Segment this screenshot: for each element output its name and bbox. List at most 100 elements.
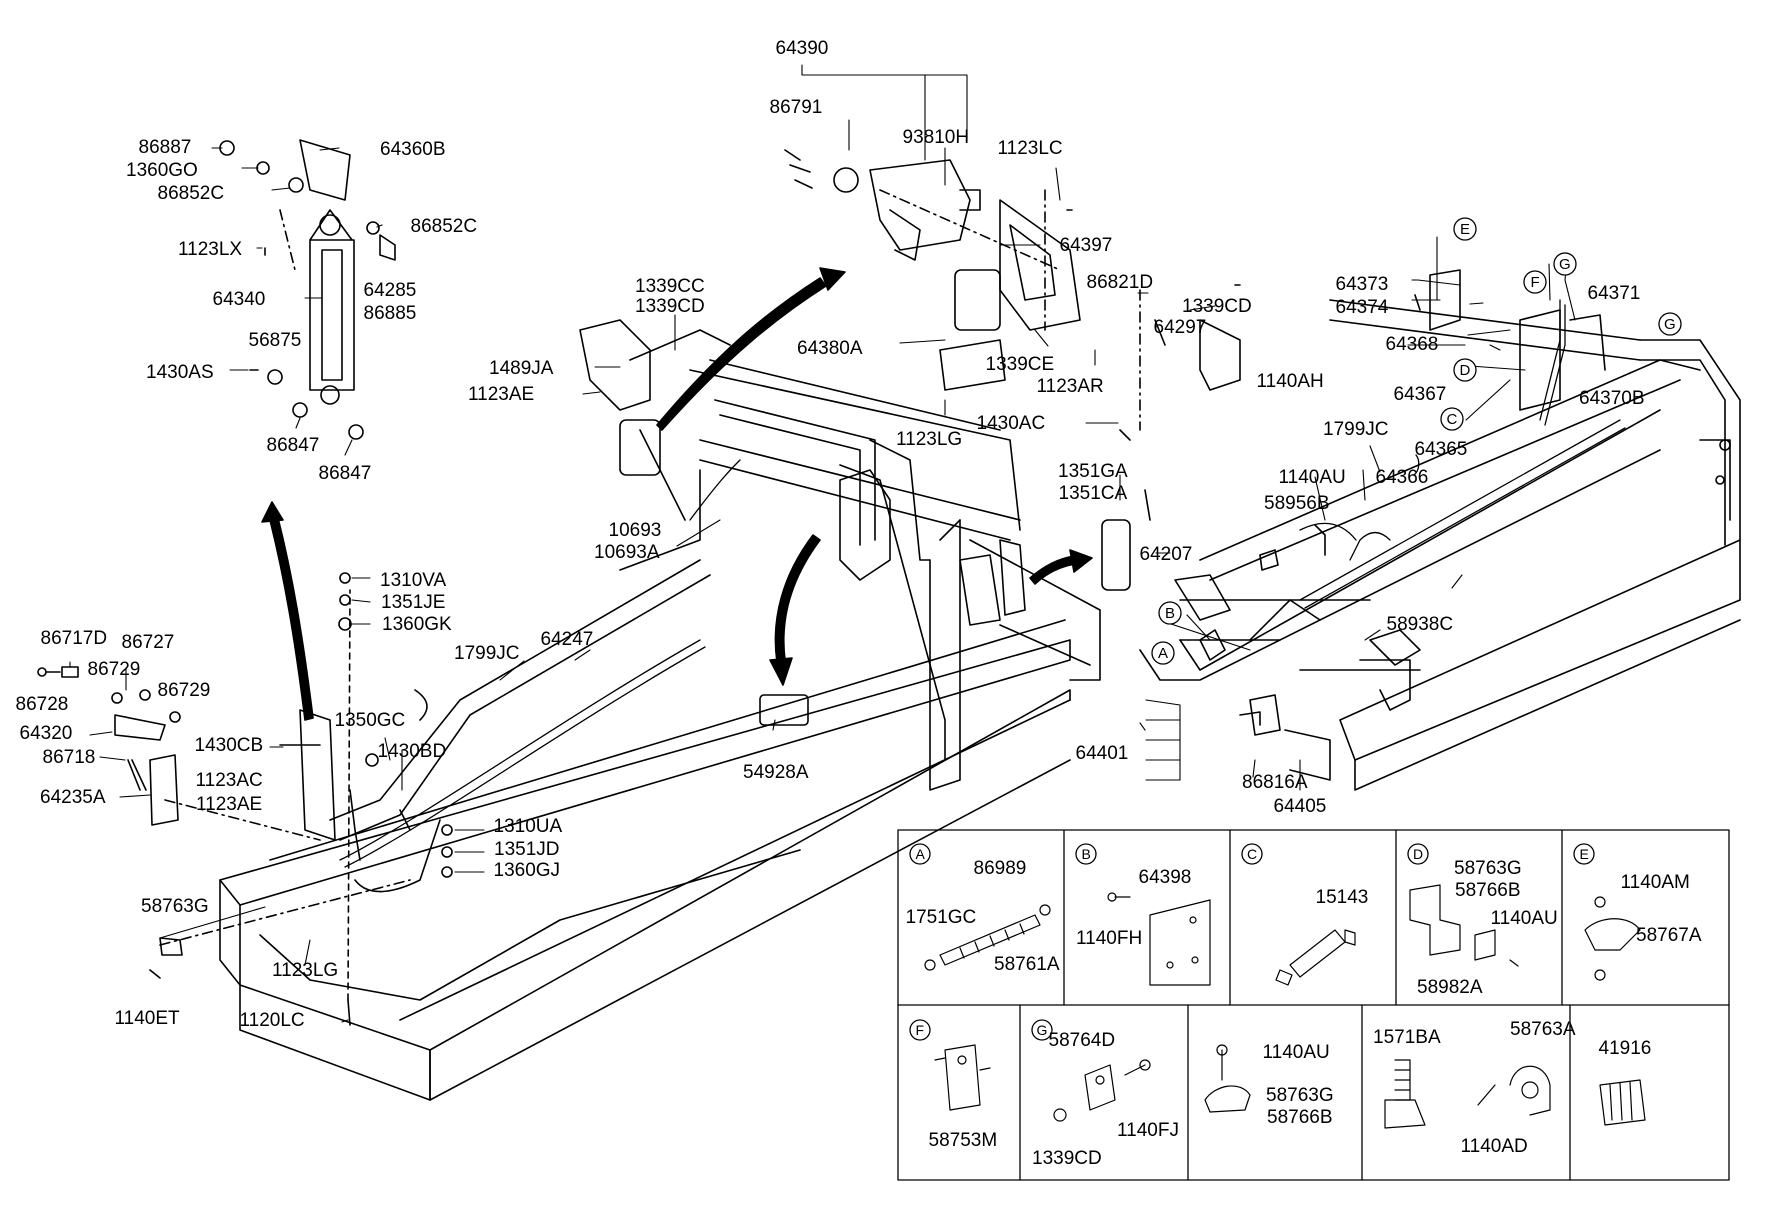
part-number-label: 1360GK (382, 613, 452, 635)
rear-pipes (1299, 299, 1626, 609)
part-number-label: 1140AD (1460, 1135, 1528, 1157)
detail-cell-letter: G (1036, 1022, 1048, 1038)
part-number-label: 58938C (1386, 613, 1454, 635)
part-number-label: 64235A (40, 786, 106, 808)
part-number-label: 64340 (212, 288, 266, 310)
part-number-label: 1360GO (126, 159, 198, 181)
part-number-label: 1140AU (1278, 466, 1346, 488)
valve-motor-assembly (784, 149, 1081, 391)
part-number-label: 86847 (318, 462, 372, 484)
part-number-label: 1799JC (1323, 418, 1389, 440)
callout-letter: C (1446, 410, 1458, 428)
part-number-label: 1430BD (377, 740, 447, 762)
part-number-label: 64365 (1414, 438, 1468, 460)
part-number-label: 1351JD (494, 838, 560, 860)
leader-lines (69, 64, 1576, 1023)
part-number-label: 64247 (540, 628, 594, 650)
part-number-label: 64320 (19, 722, 73, 744)
part-number-label: 1140AM (1620, 871, 1690, 893)
lower-brackets (37, 572, 453, 1026)
part-number-label: 1350GC (334, 709, 406, 731)
part-number-label: 56875 (248, 329, 302, 351)
part-number-label: 1140FH (1076, 927, 1143, 949)
callout-letter: G (1559, 255, 1571, 273)
part-number-label: 64374 (1335, 296, 1389, 318)
part-number-label: 1339CD (1182, 295, 1252, 317)
part-number-label: 1123AE (196, 793, 263, 815)
assembly-guides (279, 189, 1141, 431)
part-number-label: 86718 (42, 746, 96, 768)
part-number-label: 64373 (1335, 273, 1389, 295)
part-number-label: 1351JE (381, 591, 446, 613)
detail-cell-letter: F (915, 1022, 925, 1038)
rear-hardware (1119, 284, 1421, 736)
part-number-label: 41916 (1598, 1037, 1652, 1059)
part-number-label: 10693 (608, 519, 662, 541)
part-number-label: 64390 (775, 37, 829, 59)
callout-letter: D (1459, 361, 1471, 379)
part-number-label: 64397 (1059, 234, 1113, 256)
part-number-label: 86821D (1086, 271, 1154, 293)
part-number-label: 86729 (157, 679, 211, 701)
part-number-label: 58763G (1454, 857, 1522, 879)
part-number-label: 1571BA (1373, 1026, 1441, 1048)
part-number-label: 1140AU (1262, 1041, 1330, 1063)
part-number-label: 1310VA (380, 569, 447, 591)
part-number-label: 1123AE (468, 383, 535, 405)
part-number-label: 64367 (1393, 383, 1447, 405)
part-number-label: 1489JA (489, 357, 554, 379)
center-valve (579, 319, 1131, 726)
rear-frame (1139, 269, 1741, 791)
part-number-label: 64207 (1139, 543, 1193, 565)
part-number-label: 1140ET (114, 1007, 180, 1029)
detail-parts (924, 884, 1646, 1129)
detail-cell-letter: A (915, 846, 925, 862)
part-number-label: 1310UA (493, 815, 563, 837)
part-number-label: 58956B (1264, 492, 1330, 514)
detail-cell-letter: E (1579, 846, 1589, 862)
detail-cell-circles (909, 843, 1595, 1041)
part-number-label: 93810H (902, 126, 970, 148)
part-number-label: 58763G (1266, 1084, 1334, 1106)
part-number-label: 86847 (266, 434, 320, 456)
part-number-label: 1351CA (1058, 482, 1128, 504)
detail-cell-letter: B (1081, 846, 1091, 862)
detail-cell-letter: D (1413, 846, 1424, 862)
part-number-label: 64380A (797, 337, 863, 359)
part-number-label: 86729 (87, 658, 141, 680)
part-number-label: 1140AU (1490, 907, 1558, 929)
part-number-label: 1123LG (896, 428, 963, 450)
part-number-label: 1360GJ (493, 859, 561, 881)
callout-circles (1151, 217, 1682, 665)
part-number-label: 64366 (1375, 466, 1429, 488)
part-number-label: 58766B (1455, 879, 1521, 901)
part-number-label: 1339CD (635, 295, 705, 317)
detail-table (897, 829, 1730, 1181)
part-number-label: 1123LX (178, 238, 243, 260)
chassis-frame (219, 329, 1101, 1101)
part-number-label: 64371 (1587, 282, 1641, 304)
part-number-label: 64285 (363, 279, 417, 301)
part-number-label: 64398 (1138, 866, 1192, 888)
part-number-label: 58767A (1636, 924, 1702, 946)
callout-letter: B (1165, 604, 1176, 622)
part-number-label: 64368 (1385, 333, 1439, 355)
part-number-label: 10693A (594, 541, 660, 563)
part-number-label: 1140AH (1256, 370, 1324, 392)
part-number-label: 86887 (138, 136, 192, 158)
callout-letter: E (1460, 220, 1471, 238)
part-number-label: 1120LC (239, 1009, 305, 1031)
part-number-label: 1799JC (454, 642, 520, 664)
part-number-label: 86791 (769, 96, 823, 118)
part-number-label: 64405 (1273, 795, 1327, 817)
steering-cylinder-group (219, 139, 396, 440)
part-number-label: 86852C (410, 215, 478, 237)
part-number-label: 86727 (121, 631, 175, 653)
part-number-label: 54928A (743, 761, 809, 783)
part-number-label: 1430AS (146, 361, 214, 383)
part-number-label: 1430AC (976, 412, 1046, 434)
part-number-label: 1123LG (272, 959, 339, 981)
